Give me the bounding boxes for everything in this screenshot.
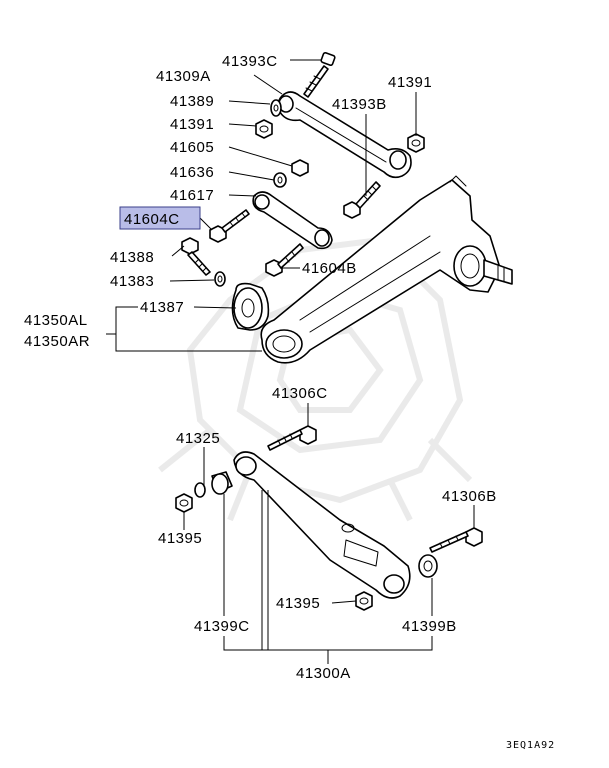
label-41306B[interactable]: 41306B [442, 488, 497, 505]
label-41395-bottom[interactable]: 41395 [276, 595, 320, 612]
label-41389[interactable]: 41389 [170, 93, 214, 110]
label-41350AL[interactable]: 41350AL [24, 312, 88, 329]
label-41399C[interactable]: 41399C [194, 618, 250, 635]
washer-41389[interactable] [270, 99, 282, 117]
label-41306C[interactable]: 41306C [272, 385, 328, 402]
label-41325[interactable]: 41325 [176, 430, 220, 447]
washer-41383[interactable] [214, 271, 226, 287]
bushing-41399B[interactable] [418, 554, 438, 578]
label-41636[interactable]: 41636 [170, 164, 214, 181]
nut-41395-bottom[interactable] [355, 591, 373, 611]
label-41388[interactable]: 41388 [110, 249, 154, 266]
label-41399B[interactable]: 41399B [402, 618, 457, 635]
label-41604C[interactable]: 41604C [124, 211, 180, 228]
diagram-code: 3EQ1A92 [506, 740, 555, 751]
label-41391-left[interactable]: 41391 [170, 116, 214, 133]
bolt-41388[interactable] [181, 237, 211, 276]
label-41350AR[interactable]: 41350AR [24, 333, 90, 350]
label-41605[interactable]: 41605 [170, 139, 214, 156]
nut-41391-right[interactable] [407, 133, 425, 153]
label-41604B[interactable]: 41604B [302, 260, 357, 277]
cam-41605[interactable] [291, 159, 309, 177]
label-41300A[interactable]: 41300A [296, 665, 351, 682]
bolt-41393C[interactable] [303, 52, 336, 98]
label-41617[interactable]: 41617 [170, 187, 214, 204]
leader-lines [106, 59, 475, 664]
label-41383[interactable]: 41383 [110, 273, 154, 290]
label-41387[interactable]: 41387 [140, 299, 184, 316]
label-41309A[interactable]: 41309A [156, 68, 211, 85]
bushing-41325[interactable] [194, 471, 233, 498]
trailing-arm-41350[interactable] [260, 175, 513, 364]
nut-41391-left[interactable] [255, 119, 273, 139]
label-41395-left[interactable]: 41395 [158, 530, 202, 547]
highlight-box-41604C [119, 206, 201, 230]
bolt-41306B[interactable] [429, 527, 483, 553]
label-41391-right[interactable]: 41391 [388, 74, 432, 91]
label-41393B[interactable]: 41393B [332, 96, 387, 113]
toe-arm-41617[interactable] [252, 191, 333, 250]
bolt-41393B[interactable] [343, 181, 381, 219]
washer-41636[interactable] [273, 172, 287, 188]
bolt-41604B[interactable] [265, 243, 304, 277]
label-41393C[interactable]: 41393C [222, 53, 278, 70]
nut-41395-left[interactable] [175, 493, 193, 513]
watermark-emblem [158, 236, 473, 522]
bolt-41604C[interactable] [209, 209, 250, 243]
part-labels: 41393C 41309A 41391 41389 41393B 41391 4… [24, 53, 497, 682]
lower-arm-41300A[interactable] [233, 451, 411, 599]
bushing-41387[interactable] [231, 282, 270, 331]
